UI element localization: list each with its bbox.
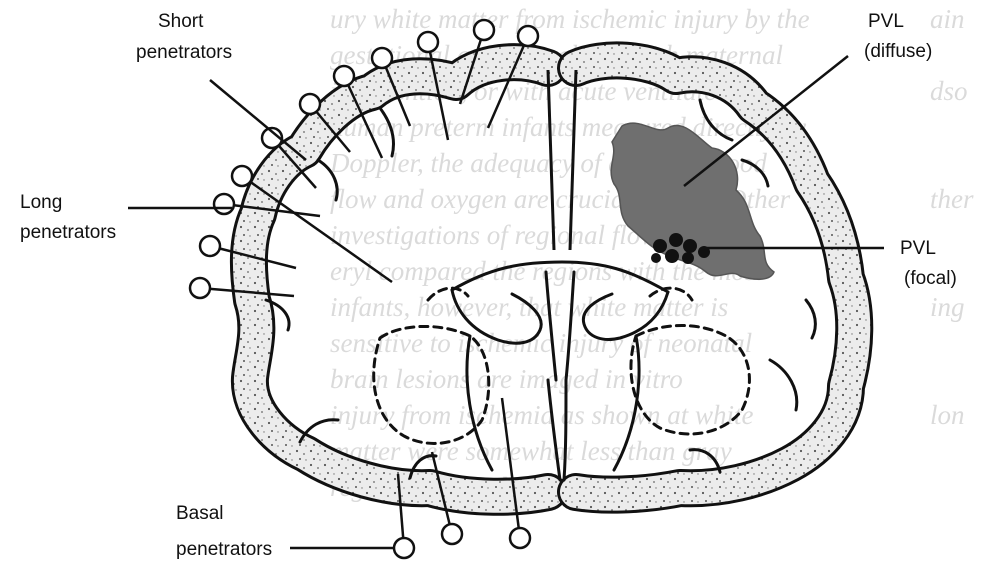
svg-text:dso: dso (930, 76, 968, 106)
svg-text:infants, however, that white m: infants, however, that white matter is (330, 292, 728, 322)
svg-text:ury white matter from ischemic: ury white matter from ischemic injury by… (330, 4, 810, 34)
svg-text:human preterm infants measured: human preterm infants measured directly … (330, 112, 806, 142)
short-penetrators-label-line1: Short (158, 11, 204, 32)
svg-text:matter were somewhat less than: matter were somewhat less than gray (330, 436, 732, 466)
svg-text:ther: ther (930, 184, 974, 214)
svg-text:ain: ain (930, 4, 965, 34)
short-penetrators-label-line2: penetrators (136, 42, 232, 63)
pvl-diffuse-label-line2: (diffuse) (864, 41, 932, 62)
svg-text:injury from ischemia as shown: injury from ischemia as shown at white (330, 400, 754, 430)
pvl-focal-label-line1: PVL (900, 238, 936, 259)
pvl-focal-label-line2: (focal) (904, 268, 957, 289)
svg-text:lon: lon (930, 400, 965, 430)
basal-penetrators-label-line2: penetrators (176, 539, 272, 560)
basal-penetrators-label-line1: Basal (176, 503, 224, 524)
long-penetrators-label-line2: penetrators (20, 222, 116, 243)
pvl-diffuse-label-line1: PVL (868, 11, 904, 32)
long-penetrators-label-line1: Long (20, 192, 62, 213)
svg-text:ing: ing (930, 292, 965, 322)
